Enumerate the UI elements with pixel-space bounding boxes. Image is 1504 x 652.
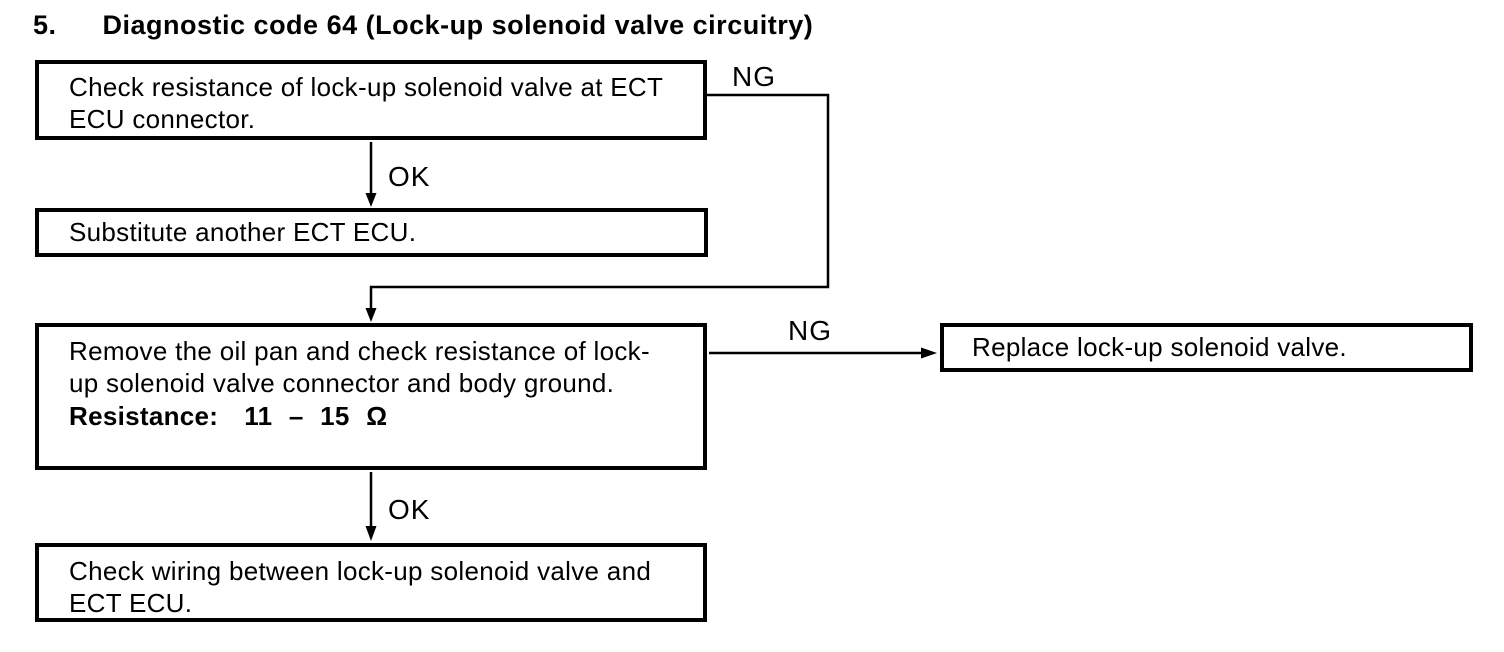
step-remove-oil-pan-text: Remove the oil pan and check resistance …	[69, 336, 650, 398]
page-title: 5. Diagnostic code 64 (Lock-up solenoid v…	[33, 10, 813, 41]
step-substitute-ecu-box: Substitute another ECT ECU.	[35, 208, 708, 257]
step-check-resistance-box: Check resistance of lock-up solenoid val…	[35, 60, 707, 140]
edge-ng-2-arrowhead	[921, 347, 937, 359]
step-substitute-ecu-text: Substitute another ECT ECU.	[69, 217, 417, 247]
step-check-resistance-text: Check resistance of lock-up solenoid val…	[69, 72, 663, 134]
resistance-spec: Resistance: 11 – 15 Ω	[69, 400, 673, 432]
step-replace-valve-text: Replace lock-up solenoid valve.	[972, 332, 1347, 362]
edge-label-ng-1: NG	[732, 61, 776, 92]
edge-ok-1-arrowhead	[365, 193, 377, 207]
edge-label-ng-2: NG	[788, 315, 832, 346]
edge-label-ok-1: OK	[388, 161, 431, 192]
section-number: 5.	[33, 10, 57, 40]
resistance-spec-value: 11 – 15 Ω	[244, 401, 388, 431]
step-check-wiring-box: Check wiring between lock-up solenoid va…	[35, 543, 707, 622]
resistance-spec-label: Resistance:	[69, 401, 219, 431]
edge-ng-1-arrowhead	[365, 308, 377, 322]
step-check-wiring-text: Check wiring between lock-up solenoid va…	[69, 556, 652, 618]
step-replace-valve-box: Replace lock-up solenoid valve.	[940, 323, 1473, 372]
edge-ok-2-arrowhead	[365, 526, 377, 541]
step-remove-oil-pan-box: Remove the oil pan and check resistance …	[35, 323, 707, 470]
section-title-text: Diagnostic code 64 (Lock-up solenoid val…	[102, 10, 814, 40]
edge-label-ok-2: OK	[388, 494, 431, 525]
